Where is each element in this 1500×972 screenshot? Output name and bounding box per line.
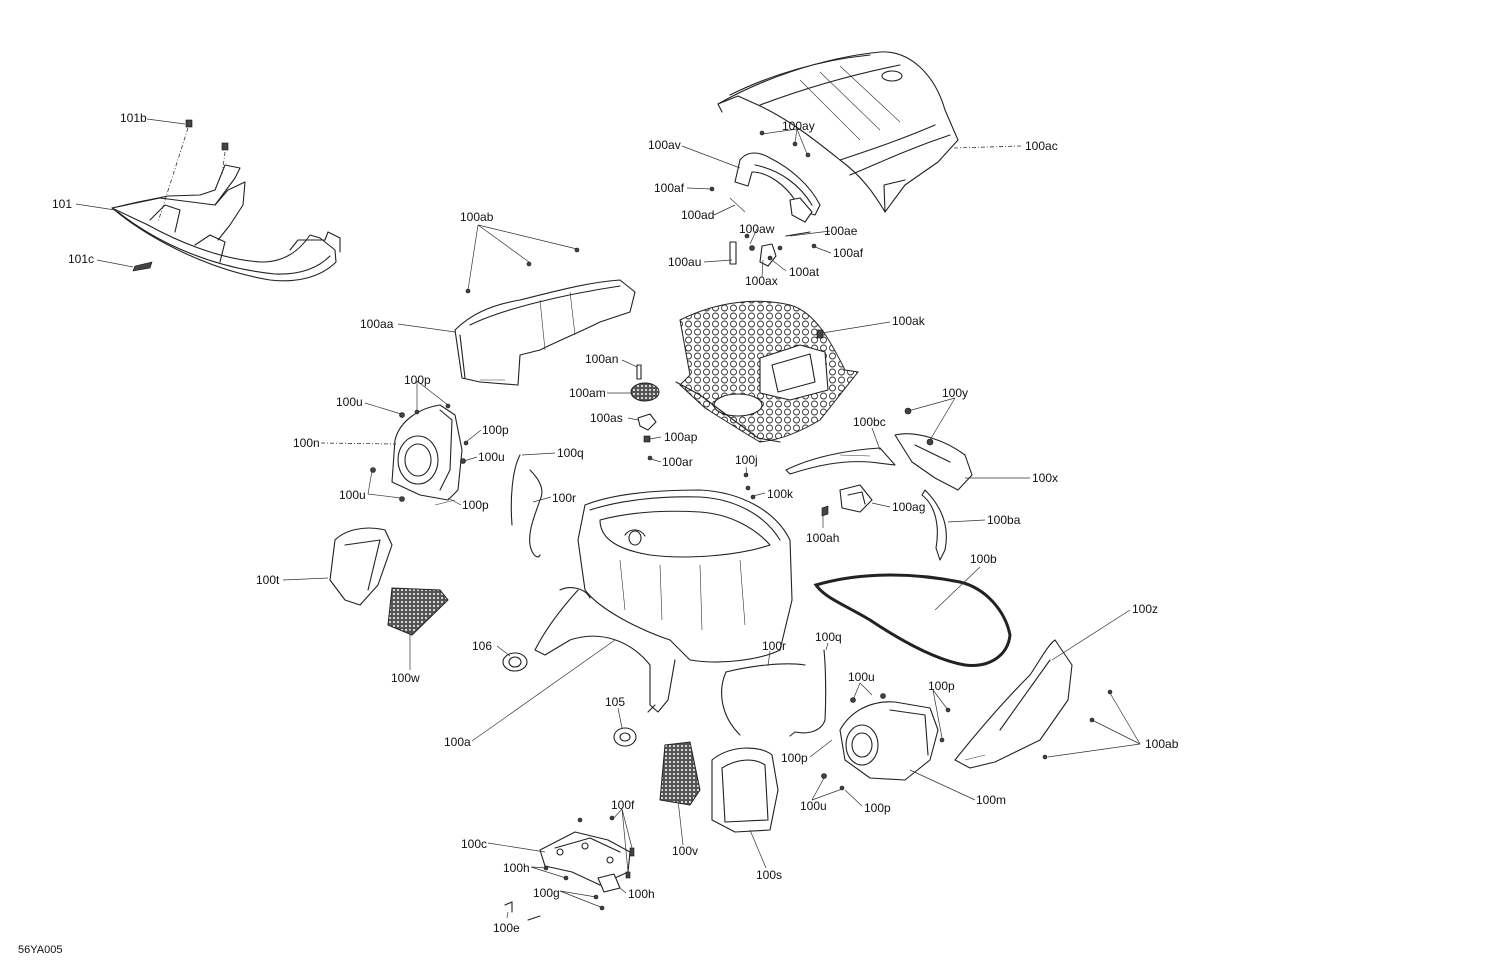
label-100p-3: 100p [462, 498, 489, 512]
label-100n: 100n [293, 436, 320, 450]
label-100ac: 100ac [1025, 139, 1058, 153]
part-100x-side-cover [894, 407, 973, 491]
label-100p-4: 100p [928, 679, 955, 693]
label-100r-2: 100r [762, 639, 786, 653]
part-100ac-lid [717, 51, 959, 213]
label-100s: 100s [756, 868, 782, 882]
cable-set-left [510, 454, 543, 558]
label-100k: 100k [767, 487, 794, 501]
label-100f: 100f [611, 798, 635, 812]
callout-labels: 101b 101 101c 100ab 100aa 100av 100ay 10… [18, 111, 1179, 956]
label-100m: 100m [976, 793, 1006, 807]
label-100z: 100z [1132, 602, 1158, 616]
label-100a: 100a [444, 735, 471, 749]
label-100q-1: 100q [557, 446, 584, 460]
label-100ay: 100ay [782, 119, 815, 133]
label-100u-5: 100u [800, 799, 827, 813]
label-100ah: 100ah [806, 531, 839, 545]
label-100at: 100at [789, 265, 820, 279]
label-100ad: 100ad [681, 208, 714, 222]
center-hardware-stack [630, 364, 660, 461]
part-100t-grille-frame [329, 527, 449, 636]
part-100aa-cover [454, 247, 636, 386]
label-100c: 100c [461, 837, 487, 851]
part-100av-hinge-bracket [709, 130, 821, 223]
part-100bc-trim-strip [785, 447, 896, 475]
cable-set-right [721, 649, 827, 737]
label-100aa: 100aa [360, 317, 394, 331]
label-100bc: 100bc [853, 415, 886, 429]
label-100u-2: 100u [478, 450, 505, 464]
label-100e: 100e [493, 921, 520, 935]
label-100au: 100au [668, 255, 701, 269]
label-100av: 100av [648, 138, 681, 152]
label-100ap: 100ap [664, 430, 698, 444]
part-100z-right-cover [954, 639, 1113, 769]
label-100p-1: 100p [404, 373, 431, 387]
part-100b-gasket [813, 573, 1012, 667]
label-100u-4: 100u [848, 670, 875, 684]
label-101c: 101c [68, 252, 94, 266]
grommets [502, 652, 637, 747]
label-100af-1: 100af [654, 181, 685, 195]
label-100g: 100g [533, 886, 560, 900]
label-100ab-bottom: 100ab [1145, 737, 1179, 751]
label-100y: 100y [942, 386, 968, 400]
label-100ar: 100ar [662, 455, 693, 469]
label-100v: 100v [672, 844, 698, 858]
part-100e-clip [504, 901, 541, 921]
label-100ae: 100ae [824, 224, 858, 238]
leader-lines [75, 118, 1141, 919]
label-100af-2: 100af [833, 246, 864, 260]
part-100s-grille-frame [711, 747, 779, 833]
label-100u-1: 100u [336, 395, 363, 409]
part-100v-mesh-grille [659, 741, 701, 806]
part-101-rack [111, 119, 341, 282]
label-105: 105 [605, 695, 625, 709]
part-100n-speaker-housing [370, 403, 469, 506]
label-100p-5: 100p [781, 751, 808, 765]
label-100r-1: 100r [552, 491, 576, 505]
label-100as: 100as [590, 411, 623, 425]
label-100q-2: 100q [815, 630, 842, 644]
part-100ak-organizer-tray [675, 300, 859, 443]
label-100h-1: 100h [503, 861, 530, 875]
part-100ba-seal-strip [921, 489, 947, 561]
label-100ag: 100ag [892, 500, 925, 514]
label-100ax: 100ax [745, 274, 778, 288]
part-100a-main-tub [534, 489, 793, 713]
label-100h-2: 100h [628, 887, 655, 901]
label-100an: 100an [585, 352, 618, 366]
hardware-cluster-hinge [729, 231, 817, 267]
label-100p-2: 100p [482, 423, 509, 437]
label-106: 106 [472, 639, 492, 653]
label-100aw: 100aw [739, 222, 775, 236]
label-100u-3: 100u [339, 488, 366, 502]
label-100b: 100b [970, 552, 997, 566]
label-100x: 100x [1032, 471, 1058, 485]
label-100ak: 100ak [892, 314, 926, 328]
figure-code: 56YA005 [18, 944, 62, 956]
label-100am: 100am [569, 386, 606, 400]
label-100w: 100w [391, 671, 420, 685]
label-100ba: 100ba [987, 513, 1021, 527]
label-100p-6: 100p [864, 801, 891, 815]
label-100j: 100j [735, 453, 758, 467]
label-101b: 101b [120, 111, 147, 125]
part-100ag-latch [743, 472, 873, 517]
label-100ab-top: 100ab [460, 210, 494, 224]
label-101: 101 [52, 197, 72, 211]
label-100t: 100t [256, 573, 280, 587]
part-100m-speaker-housing [821, 693, 951, 791]
